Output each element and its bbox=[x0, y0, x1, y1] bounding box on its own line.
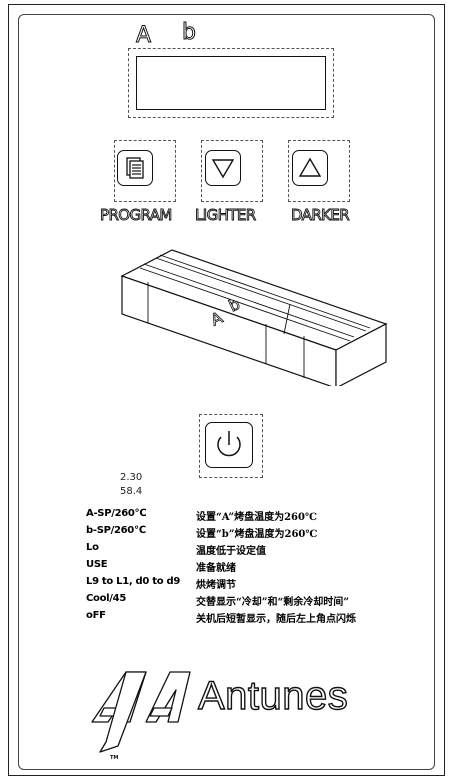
darker-button-dashed bbox=[288, 140, 350, 202]
control-panel bbox=[18, 14, 435, 770]
legend-desc: 交替显示“冷却”和“剩余冷却时间” bbox=[196, 597, 350, 608]
brand-name: Antunes bbox=[197, 673, 349, 718]
lighter-button[interactable] bbox=[205, 150, 241, 186]
legend-desc: 关机后短暂显示，随后左上角点闪烁 bbox=[196, 614, 356, 625]
display-dashed-box bbox=[128, 48, 334, 118]
value-top: 2.30 bbox=[120, 472, 143, 483]
down-triangle-icon bbox=[211, 159, 235, 179]
legend-code: oFF bbox=[86, 610, 106, 621]
legend-desc: 设置“b”烤盘温度为260℃ bbox=[196, 529, 318, 540]
power-button[interactable] bbox=[205, 422, 253, 468]
power-button-dashed bbox=[199, 414, 263, 478]
outer-frame bbox=[8, 4, 445, 776]
program-button-dashed bbox=[114, 140, 176, 202]
legend-code: A-SP/260℃ bbox=[86, 508, 147, 519]
display-label-a: A bbox=[135, 23, 152, 49]
darker-label: DARKER bbox=[291, 206, 351, 225]
antunes-logo-icon bbox=[91, 671, 191, 753]
program-button[interactable] bbox=[117, 150, 153, 186]
legend-code: Cool/45 bbox=[86, 593, 126, 604]
lighter-button-dashed bbox=[201, 140, 263, 202]
display-label-b: b bbox=[182, 20, 197, 46]
power-icon bbox=[217, 431, 241, 457]
program-label: PROGRAM bbox=[100, 206, 173, 225]
up-triangle-icon bbox=[298, 157, 322, 177]
darker-button[interactable] bbox=[292, 150, 328, 186]
legend-code: Lo bbox=[86, 542, 99, 553]
legend-desc: 设置“A”烤盘温度为260℃ bbox=[196, 512, 317, 523]
legend-table: A-SP/260℃ 设置“A”烤盘温度为260℃ b-SP/260℃ 设置“b”… bbox=[86, 508, 416, 634]
led-display bbox=[136, 56, 326, 110]
trademark-mark: TM bbox=[110, 755, 119, 761]
legend-code: L9 to L1, d0 to d9 bbox=[86, 576, 180, 587]
lighter-label: LIGHTER bbox=[195, 206, 257, 225]
grill-bar-illustration: A b bbox=[120, 249, 388, 386]
legend-desc: 烘烤调节 bbox=[196, 580, 236, 591]
legend-code: USE bbox=[86, 559, 108, 570]
legend-desc: 温度低于设定值 bbox=[196, 546, 266, 557]
legend-code: b-SP/260℃ bbox=[86, 525, 146, 536]
program-icon bbox=[126, 157, 144, 179]
legend-desc: 准备就绪 bbox=[196, 563, 236, 574]
value-bottom: 58.4 bbox=[120, 486, 143, 497]
